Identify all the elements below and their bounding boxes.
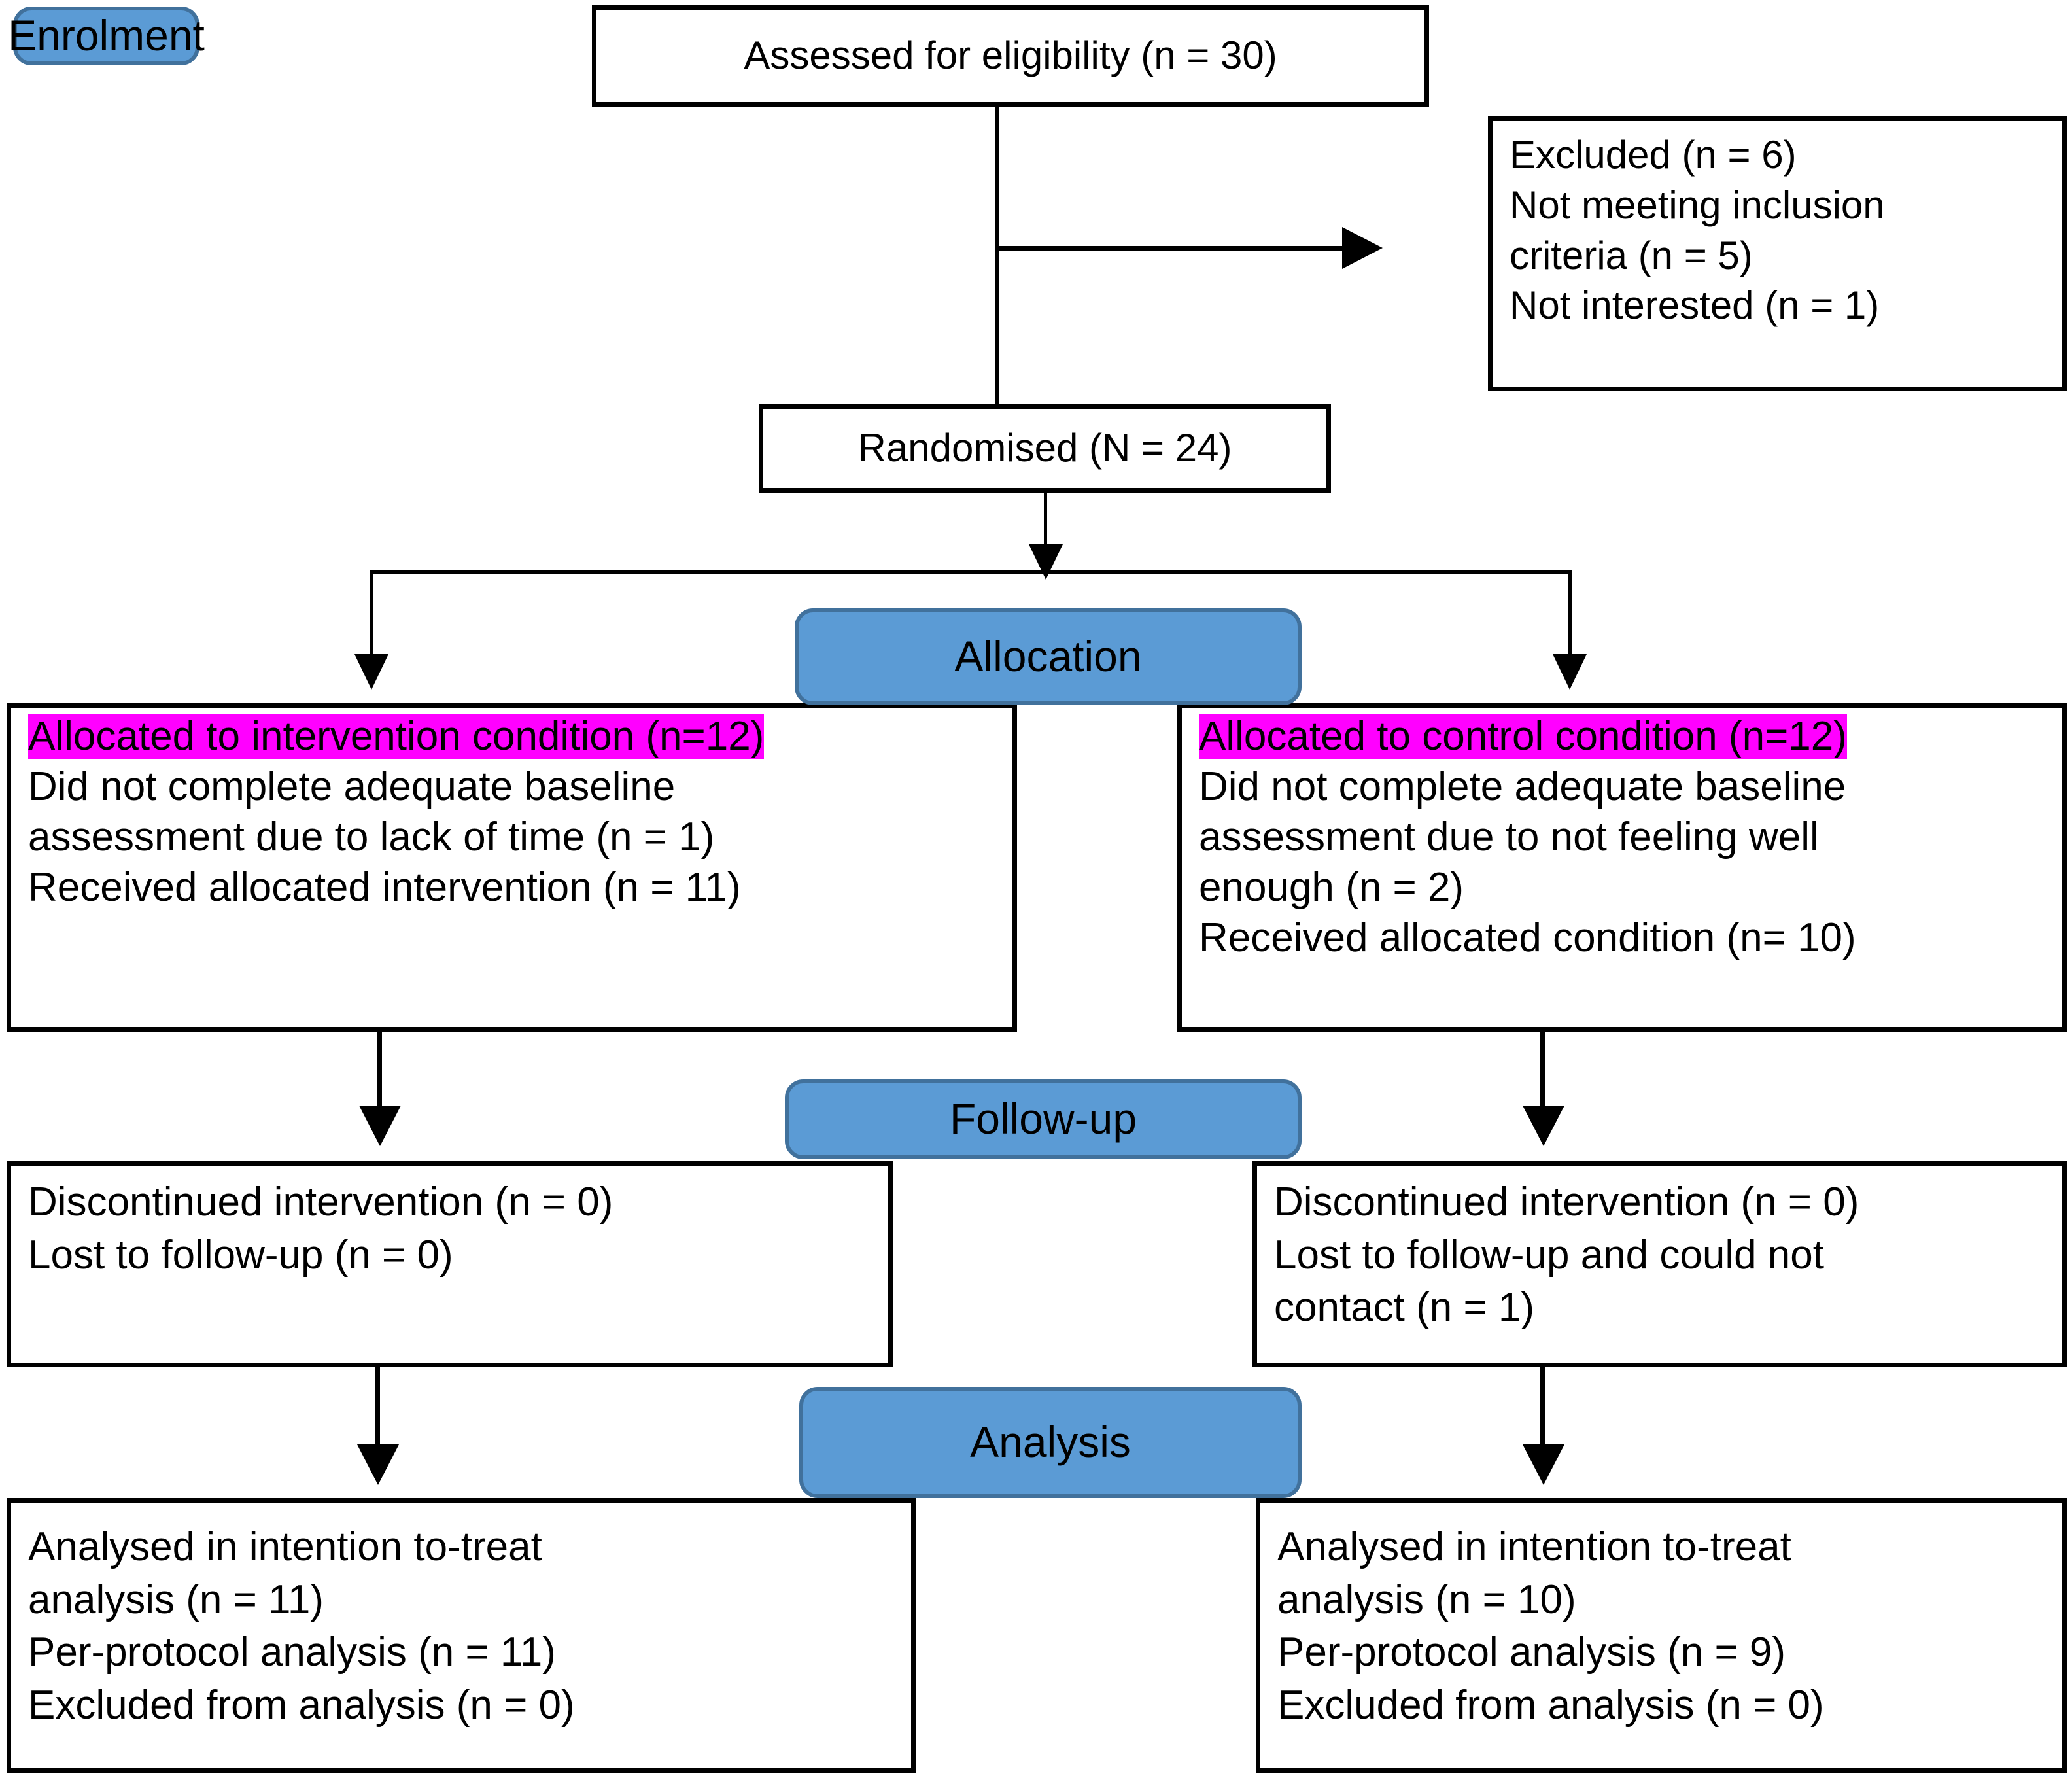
connector-assessed-to-randomised (995, 107, 999, 409)
node-excluded-line-4: Not interested (n = 1) (1510, 283, 1880, 328)
connector-split-right (1568, 570, 1572, 662)
node-control-allocation-line-5: Received allocated condition (n= 10) (1199, 915, 1856, 960)
connector-control-followup-to-analysis (1540, 1367, 1545, 1456)
arrow-head-intervention-analysis-icon (357, 1444, 399, 1485)
node-control-allocation-line-4: enough (n = 2) (1199, 864, 1464, 910)
node-intervention-analysis: Analysed in intention to-treat analysis … (7, 1498, 916, 1773)
arrow-head-control-followup-icon (1523, 1106, 1564, 1146)
connector-split-left (370, 570, 373, 662)
node-assessed-for-eligibility: Assessed for eligibility (n = 30) (592, 5, 1429, 107)
connector-randomised-down (1044, 493, 1047, 555)
arrow-head-intervention-followup-icon (359, 1106, 401, 1146)
node-control-analysis: Analysed in intention to-treat analysis … (1256, 1498, 2067, 1773)
node-excluded-line-3: criteria (n = 5) (1510, 233, 1753, 277)
node-randomised-text: Randomised (N = 24) (857, 426, 1232, 470)
connector-intervention-alloc-to-followup (377, 1032, 382, 1117)
connector-intervention-followup-to-analysis (375, 1367, 380, 1456)
stage-label-analysis: Analysis (799, 1387, 1302, 1498)
stage-label-allocation-text: Allocation (954, 632, 1142, 681)
node-intervention-allocation-line-3: assessment due to lack of time (n = 1) (28, 814, 715, 860)
connector-assessed-to-excluded (995, 246, 1342, 251)
node-excluded-line-1: Excluded (n = 6) (1510, 133, 1797, 177)
node-control-analysis-line-2: analysis (n = 10) (1277, 1577, 1576, 1622)
arrow-head-to-excluded-icon (1342, 227, 1383, 269)
node-intervention-allocation-line-4: Received allocated intervention (n = 11) (28, 864, 741, 910)
node-control-followup: Discontinued intervention (n = 0) Lost t… (1252, 1161, 2067, 1367)
node-randomised: Randomised (N = 24) (759, 404, 1331, 493)
node-intervention-analysis-line-4: Excluded from analysis (n = 0) (28, 1682, 575, 1728)
node-control-followup-line-1: Discontinued intervention (n = 0) (1274, 1179, 1859, 1225)
node-excluded-line-2: Not meeting inclusion (1510, 183, 1885, 227)
stage-label-followup: Follow-up (785, 1079, 1302, 1159)
stage-label-allocation: Allocation (795, 608, 1302, 705)
node-excluded: Excluded (n = 6) Not meeting inclusion c… (1488, 116, 2067, 391)
node-intervention-analysis-line-1: Analysed in intention to-treat (28, 1524, 542, 1569)
node-control-allocation-line-2: Did not complete adequate baseline (1199, 763, 1846, 809)
node-intervention-analysis-line-2: analysis (n = 11) (28, 1577, 324, 1622)
node-intervention-allocation-highlight: Allocated to intervention condition (n=1… (28, 714, 765, 759)
node-control-allocation-line-3: assessment due to not feeling well (1199, 814, 1819, 860)
node-control-analysis-line-4: Excluded from analysis (n = 0) (1277, 1682, 1824, 1728)
arrow-head-split-left-icon (354, 654, 389, 690)
node-control-analysis-line-1: Analysed in intention to-treat (1277, 1524, 1791, 1569)
node-assessed-text: Assessed for eligibility (n = 30) (744, 33, 1277, 78)
node-intervention-followup: Discontinued intervention (n = 0) Lost t… (7, 1161, 893, 1367)
node-control-allocation: Allocated to control condition (n=12) Di… (1177, 703, 2067, 1032)
split-bar-allocation (370, 570, 1572, 574)
node-control-analysis-line-3: Per-protocol analysis (n = 9) (1277, 1630, 1786, 1675)
stage-label-followup-text: Follow-up (949, 1094, 1137, 1144)
connector-control-alloc-to-followup (1540, 1032, 1545, 1117)
node-control-allocation-highlight: Allocated to control condition (n=12) (1199, 714, 1847, 759)
node-intervention-allocation-line-2: Did not complete adequate baseline (28, 763, 676, 809)
arrow-head-split-right-icon (1553, 654, 1587, 690)
node-intervention-followup-line-2: Lost to follow-up (n = 0) (28, 1232, 453, 1278)
node-control-followup-line-2: Lost to follow-up and could not (1274, 1232, 1824, 1278)
stage-label-analysis-text: Analysis (970, 1418, 1131, 1467)
node-intervention-analysis-line-3: Per-protocol analysis (n = 11) (28, 1630, 556, 1675)
node-intervention-allocation: Allocated to intervention condition (n=1… (7, 703, 1017, 1032)
node-control-followup-line-3: contact (n = 1) (1274, 1285, 1535, 1331)
stage-label-enrolment-text: Enrolment (8, 11, 205, 60)
arrow-head-control-analysis-icon (1523, 1444, 1564, 1485)
node-intervention-followup-line-1: Discontinued intervention (n = 0) (28, 1179, 613, 1225)
stage-label-enrolment: Enrolment (8, 7, 205, 65)
